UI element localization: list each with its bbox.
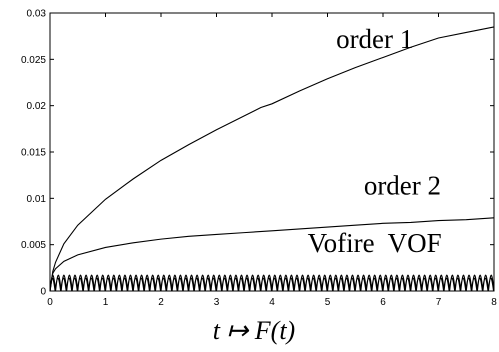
curve-label: order 2: [364, 171, 441, 201]
series-line-order-1: [49, 26, 495, 292]
curve-label: order 1: [336, 24, 413, 54]
y-tick-label: 0.025: [21, 55, 46, 66]
x-tick-label: 8: [491, 297, 497, 308]
y-tick-label: 0.015: [21, 148, 46, 159]
y-tick-label: 0.03: [27, 9, 47, 20]
y-tick-label: 0.01: [27, 194, 47, 205]
y-tick-label: 0.02: [27, 101, 47, 112]
x-axis-label: t ↦ F(t): [213, 316, 295, 345]
x-tick-label: 2: [158, 297, 164, 308]
y-axis-ticks: 0 0.005 0.01 0.015 0.02 0.025 0.03: [21, 9, 494, 298]
x-tick-label: 5: [325, 297, 331, 308]
x-tick-label: 4: [269, 297, 275, 308]
x-tick-label: 7: [436, 297, 442, 308]
annotation-layer: order 1 order 2 Vofire VOF: [308, 24, 442, 258]
y-tick-label: 0.005: [21, 240, 46, 251]
x-tick-label: 3: [214, 297, 220, 308]
series-line-vofire-vof: [49, 274, 495, 292]
x-axis-ticks: 0 1 2 3 4 5 6 7 8: [47, 13, 497, 308]
x-tick-label: 0: [47, 297, 53, 308]
series-layer: [49, 26, 495, 292]
x-tick-label: 6: [380, 297, 386, 308]
series-line-order-2: [49, 217, 495, 292]
x-tick-label: 1: [103, 297, 109, 308]
curve-label: Vofire VOF: [308, 228, 442, 258]
y-tick-label: 0: [40, 287, 46, 298]
